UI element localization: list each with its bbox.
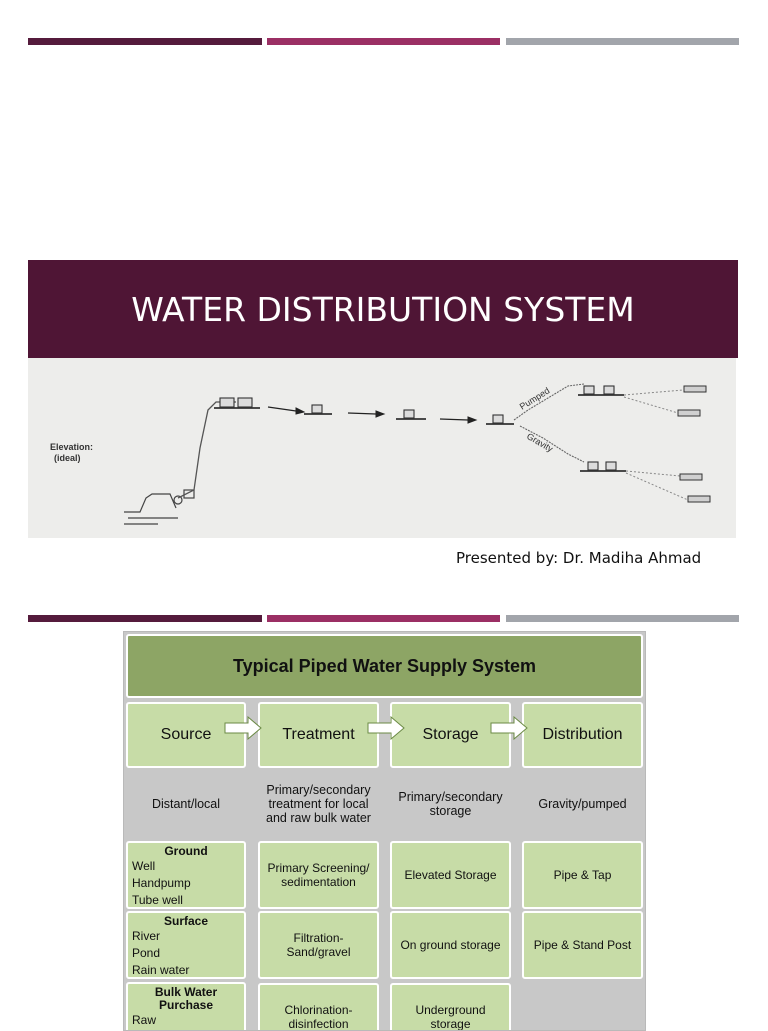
- accent-bar-gray: [506, 38, 739, 45]
- gravity-label: Gravity: [525, 431, 555, 454]
- title-band: WATER DISTRIBUTION SYSTEM: [28, 260, 738, 358]
- supply-system-table: Typical Piped Water Supply System Source…: [123, 631, 646, 1031]
- accent-bar-magenta-2: [267, 615, 500, 622]
- desc-source: Distant/local: [151, 797, 221, 811]
- treatment-item-screening: Primary Screening/sedimentation: [258, 841, 379, 909]
- slide-title: WATER DISTRIBUTION SYSTEM: [131, 290, 635, 329]
- treatment-item-filtration: Filtration-Sand/gravel: [258, 911, 379, 979]
- storage-item-elevated: Elevated Storage: [390, 841, 511, 909]
- arrow-right-icon: [490, 716, 528, 740]
- pumped-label: Pumped: [518, 385, 552, 411]
- elevation-label-line2: (ideal): [54, 453, 81, 463]
- accent-bar-gray-2: [506, 615, 739, 622]
- flow-arrow-1: [267, 406, 306, 415]
- gravity-branch: [519, 425, 585, 463]
- storage-tank-2: [304, 404, 332, 415]
- presenter-credit: Presented by: Dr. Madiha Ahmad: [456, 549, 702, 567]
- table-title: Typical Piped Water Supply System: [126, 634, 643, 698]
- source-group-ground: Ground Well Handpump Tube well: [126, 841, 246, 909]
- desc-treatment: Primary/secondary treatment for local an…: [266, 783, 371, 825]
- accent-bar-dark: [28, 38, 262, 45]
- stage-storage: Storage: [390, 702, 511, 768]
- storage-item-on-ground: On ground storage: [390, 911, 511, 979]
- elevation-diagram: Elevation: (ideal): [28, 358, 736, 538]
- elevation-diagram-svg: Elevation: (ideal): [50, 383, 711, 525]
- elevation-label-line1: Elevation:: [50, 442, 93, 452]
- arrow-right-icon: [367, 716, 405, 740]
- flow-arrow-2: [347, 410, 386, 418]
- consumer-houses: [677, 385, 711, 503]
- storage-tank-3: [396, 409, 426, 420]
- distribution-item-stand-post: Pipe & Stand Post: [522, 911, 643, 979]
- source-group-surface: Surface River Pond Rain water: [126, 911, 246, 979]
- consumer-lines: [623, 389, 689, 501]
- stage-distribution: Distribution: [522, 702, 643, 768]
- rising-main: [177, 401, 236, 499]
- flow-arrow-3: [439, 416, 478, 424]
- desc-distribution: Gravity/pumped: [538, 797, 627, 811]
- arrow-right-icon: [224, 716, 262, 740]
- source-group-bulk: Bulk Water Purchase Raw: [126, 982, 246, 1030]
- storage-tank-1: [214, 397, 260, 409]
- accent-bar-dark-2: [28, 615, 262, 622]
- stage-source: Source: [126, 702, 246, 768]
- desc-storage: Primary/secondary storage: [398, 790, 503, 818]
- accent-bar-magenta: [267, 38, 500, 45]
- stage-treatment: Treatment: [258, 702, 379, 768]
- storage-tank-6: [580, 461, 626, 472]
- source-reservoir: [124, 493, 178, 525]
- treatment-item-chlorination: Chlorination-disinfection: [258, 983, 379, 1030]
- distribution-item-tap: Pipe & Tap: [522, 841, 643, 909]
- storage-tank-4: [486, 414, 514, 425]
- storage-tank-5: [578, 385, 624, 396]
- pumped-branch: [513, 383, 585, 421]
- pump-station: [173, 489, 195, 505]
